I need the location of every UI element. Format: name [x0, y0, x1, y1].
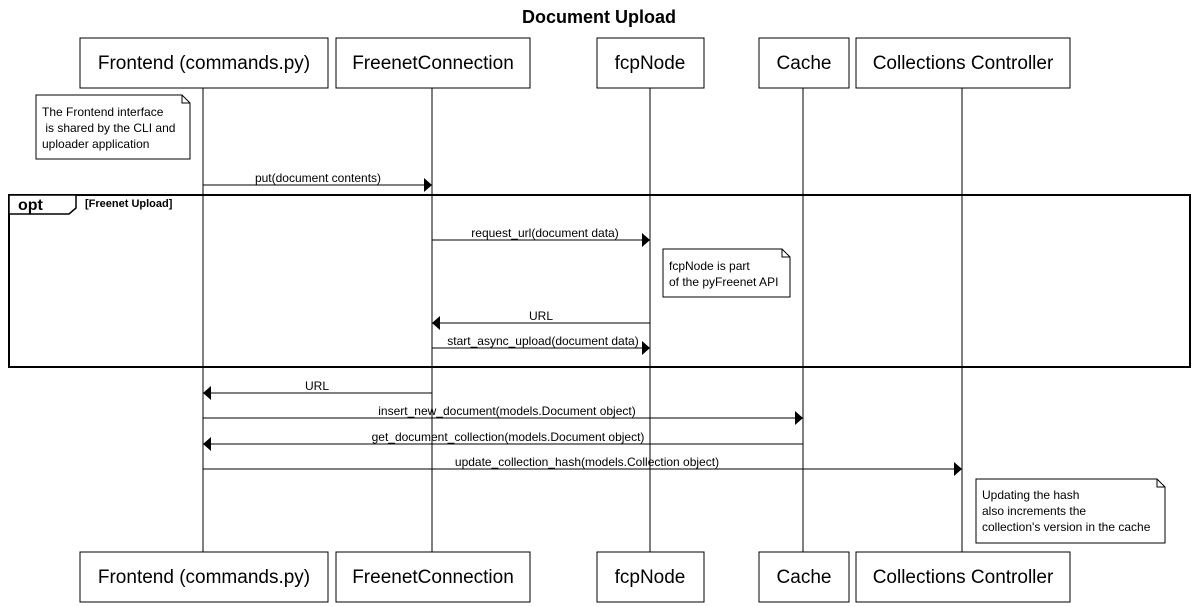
participant-frontend-bottom: Frontend (commands.py) — [79, 551, 329, 603]
note-line: is shared by the CLI and — [42, 121, 175, 135]
participant-label: FreenetConnection — [352, 567, 514, 588]
note-line: also increments the — [982, 504, 1086, 518]
note-line: uploader application — [42, 137, 149, 151]
message-url-return-freenet: URL — [203, 379, 432, 400]
message-label: update_collection_hash(models.Collection… — [455, 455, 719, 469]
note-line: Updating the hash — [982, 488, 1079, 502]
participant-label: Frontend (commands.py) — [98, 567, 310, 588]
message-label: URL — [305, 379, 329, 393]
participant-collections-controller-bottom: Collections Controller — [855, 551, 1071, 603]
participant-freenet-connection-bottom: FreenetConnection — [335, 551, 531, 603]
participant-freenet-connection-top: FreenetConnection — [335, 37, 531, 89]
frame-tag: opt — [18, 197, 44, 214]
participant-frontend-top: Frontend (commands.py) — [79, 37, 329, 89]
participant-fcpnode-top: fcpNode — [596, 37, 705, 89]
frame-condition: [Freenet Upload] — [85, 198, 173, 210]
message-label: get_document_collection(models.Document … — [372, 430, 645, 444]
message-label: put(document contents) — [255, 171, 381, 185]
message-update-collection-hash: update_collection_hash(models.Collection… — [203, 455, 962, 476]
message-url-return-fcpnode: URL — [432, 309, 650, 330]
participant-collections-controller-top: Collections Controller — [855, 37, 1071, 89]
participant-label: Collections Controller — [873, 567, 1054, 588]
note-line: of the pyFreenet API — [669, 275, 778, 289]
participant-fcpnode-bottom: fcpNode — [596, 551, 705, 603]
participant-label: Collections Controller — [873, 53, 1054, 74]
message-request-url: request_url(document data) — [432, 226, 650, 247]
participant-cache-bottom: Cache — [758, 551, 850, 603]
opt-frame: opt [Freenet Upload] — [8, 194, 1191, 368]
participant-cache-top: Cache — [758, 37, 850, 89]
note-frontend-interface: The Frontend interface is shared by the … — [35, 94, 191, 160]
note-fcpnode: fcpNode is part of the pyFreenet API — [662, 248, 791, 298]
message-put: put(document contents) — [203, 171, 432, 192]
diagram-title: Document Upload — [522, 7, 676, 27]
participant-label: fcpNode — [615, 53, 686, 74]
message-label: URL — [529, 309, 553, 323]
note-line: fcpNode is part — [669, 259, 750, 273]
message-label: request_url(document data) — [471, 226, 618, 240]
note-line: The Frontend interface — [42, 105, 164, 119]
message-label: insert_new_document(models.Document obje… — [378, 404, 635, 418]
participant-label: FreenetConnection — [352, 53, 514, 74]
message-label: start_async_upload(document data) — [447, 334, 638, 348]
participant-label: fcpNode — [615, 567, 686, 588]
participant-label: Cache — [777, 567, 832, 588]
note-line: collection's version in the cache — [982, 520, 1151, 534]
participant-label: Cache — [777, 53, 832, 74]
note-collections-hash: Updating the hash also increments the co… — [975, 478, 1166, 544]
message-get-document-collection: get_document_collection(models.Document … — [203, 430, 803, 451]
message-insert-new-document: insert_new_document(models.Document obje… — [203, 404, 803, 425]
participant-label: Frontend (commands.py) — [98, 53, 310, 74]
message-start-async-upload: start_async_upload(document data) — [432, 334, 650, 355]
